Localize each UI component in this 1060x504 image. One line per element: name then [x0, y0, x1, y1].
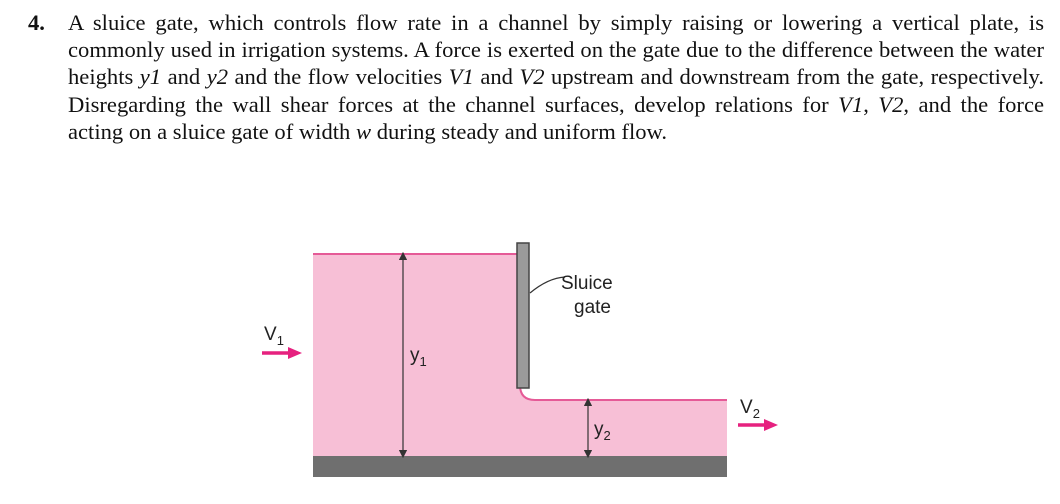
problem-text-segment: during steady and uniform flow. [371, 118, 668, 144]
v2-label: V2 [740, 397, 760, 421]
problem-text-segment: and the flow velocities [228, 64, 449, 90]
y1-label-sub: 1 [420, 354, 427, 369]
y1-label-base: y [410, 345, 420, 366]
gate-label-line2: gate [574, 297, 611, 318]
gate-label-line1: Sluice [561, 273, 613, 294]
var-v2: V2 [519, 64, 545, 90]
gate-leader-line [529, 276, 566, 294]
var-y2: y2 [206, 64, 229, 90]
y1-label: y1 [410, 345, 427, 369]
v2-label-sub: 2 [753, 406, 760, 421]
v2-label-base: V [740, 397, 753, 418]
problem-number: 4. [28, 10, 45, 35]
problem-text-segment: A sluice gate, which controls flow rate … [68, 10, 1044, 90]
y2-label-base: y [594, 419, 604, 440]
v1-label-sub: 1 [277, 333, 284, 348]
problem-text-segment: and [161, 64, 207, 90]
var-v2: V2 [878, 91, 904, 117]
y2-label-sub: 2 [604, 428, 611, 443]
problem-statement: 4. A sluice gate, which controls flow ra… [28, 9, 1044, 145]
problem-text: A sluice gate, which controls flow rate … [68, 9, 1044, 145]
var-v1: V1 [838, 91, 864, 117]
problem-text-segment: , [863, 91, 879, 117]
sluice-gate-plate [516, 242, 530, 389]
v1-label: V1 [264, 324, 284, 348]
v1-label-base: V [264, 324, 277, 345]
problem-text-segment: upstream and downstream from the gate, r… [68, 64, 1044, 117]
problem-text-segment: and [473, 64, 520, 90]
problem-text-segment: , and the force acting on a sluice gate … [68, 91, 1044, 144]
var-y1: y1 [139, 64, 162, 90]
v2-arrow-head [764, 419, 778, 431]
y2-label: y2 [594, 419, 611, 443]
var-v1: V1 [448, 64, 474, 90]
var-w: w [355, 118, 372, 144]
downstream-water-surface [519, 384, 727, 401]
v1-arrow-head [288, 347, 302, 359]
channel-bed [313, 456, 727, 477]
